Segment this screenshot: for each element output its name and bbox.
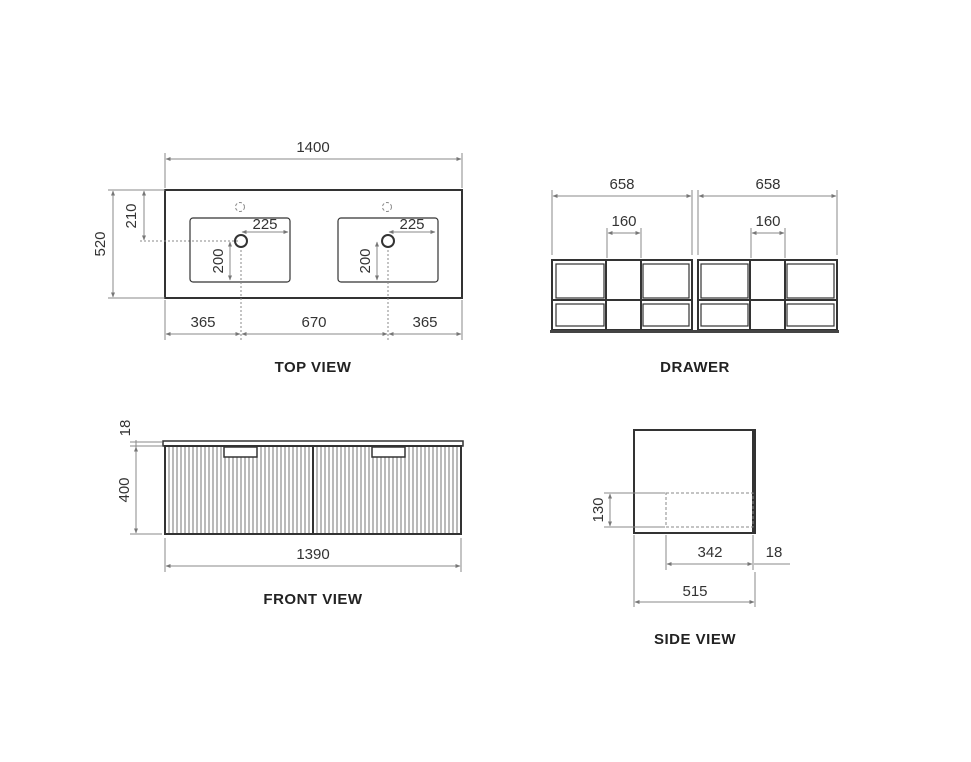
- dim-side-back-offset: 18: [766, 544, 783, 561]
- drain-right-icon: [381, 234, 395, 248]
- drawer-lower-box: [555, 303, 605, 327]
- dim-center-spacing: 670: [301, 314, 326, 331]
- drawer-view: 658 658 160 160: [550, 176, 839, 376]
- dim-basin-right-width: 225: [399, 216, 424, 233]
- dim-basin-right-depth: 200: [357, 248, 374, 273]
- drawer-title: DRAWER: [660, 359, 730, 376]
- front-view-title: FRONT VIEW: [263, 591, 363, 608]
- side-view-title: SIDE VIEW: [654, 631, 736, 648]
- tap-hole-left-icon: [235, 202, 245, 212]
- dim-tap-offset: 210: [123, 203, 140, 228]
- tap-hole-right-icon: [382, 202, 392, 212]
- drawer-base: [550, 330, 839, 333]
- drawer-frame-left: [551, 259, 693, 331]
- drawer-handle-left: [223, 446, 258, 458]
- dim-top-width: 1400: [296, 139, 329, 156]
- dim-basin-left-width: 225: [252, 216, 277, 233]
- drawer-frame-right: [697, 259, 838, 331]
- side-view: 130 342 18 515 SIDE VIEW: [590, 429, 790, 648]
- basin-left: [189, 217, 291, 283]
- dim-side-overall-depth: 515: [682, 583, 707, 600]
- drawer-box: [700, 263, 749, 299]
- dim-top-depth: 520: [92, 231, 109, 256]
- drawer-lower-box: [786, 303, 835, 327]
- countertop-outline: [164, 189, 463, 299]
- drawer-box: [555, 263, 605, 299]
- top-view: 1400 520 210 225 200 225 200: [92, 139, 463, 376]
- drawer-frames: [550, 259, 839, 333]
- dim-drawer-left-width: 658: [609, 176, 634, 193]
- dim-drawer-left-gap: 160: [611, 213, 636, 230]
- dim-side-drawer-height: 130: [590, 497, 607, 522]
- drawer-box: [786, 263, 835, 299]
- front-view: 18 400 1390 FRONT VIEW: [116, 420, 464, 608]
- dim-drawer-right-gap: 160: [755, 213, 780, 230]
- dim-side-drawer-depth: 342: [697, 544, 722, 561]
- drawer-box: [642, 263, 690, 299]
- drawer-lower-box: [700, 303, 749, 327]
- dim-basin-left-depth: 200: [210, 248, 227, 273]
- dim-top-thickness: 18: [117, 420, 134, 437]
- dim-drawer-right-width: 658: [755, 176, 780, 193]
- drawer-handle-right: [371, 446, 406, 458]
- dim-left-edge: 365: [190, 314, 215, 331]
- dim-front-height: 400: [116, 477, 133, 502]
- drawer-lower-box: [642, 303, 690, 327]
- drain-left-icon: [234, 234, 248, 248]
- hidden-drawer: [665, 492, 754, 528]
- fluted-front-panel: [168, 447, 458, 533]
- dim-front-width: 1390: [296, 546, 329, 563]
- side-outline: [633, 429, 756, 534]
- top-view-title: TOP VIEW: [275, 359, 352, 376]
- dim-right-edge: 365: [412, 314, 437, 331]
